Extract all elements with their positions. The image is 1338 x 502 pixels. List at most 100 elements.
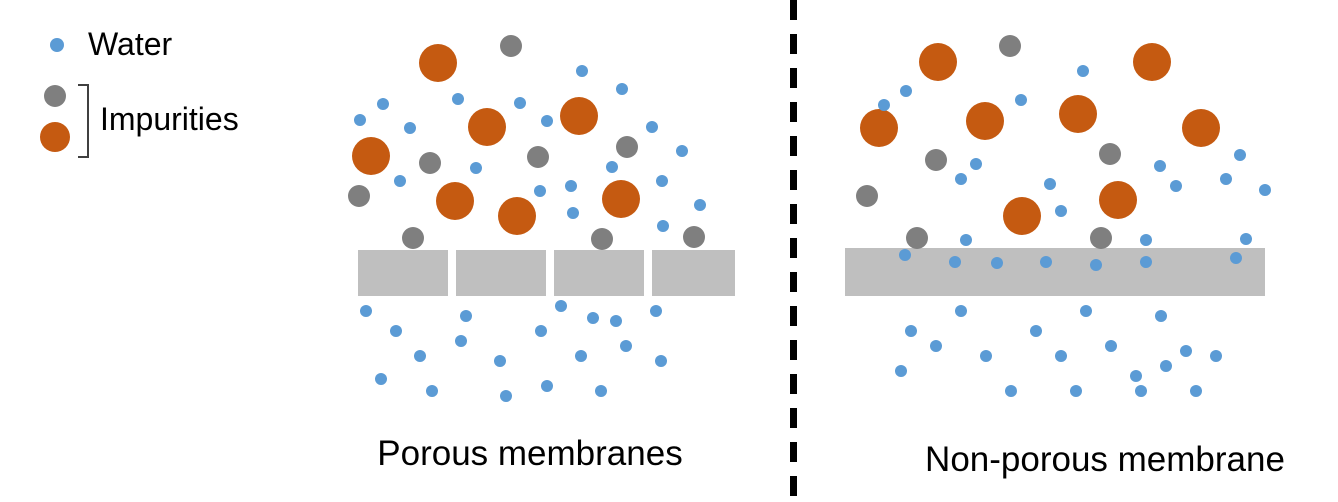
water-particle [404,122,416,134]
water-particle [1135,385,1147,397]
water-particle [1154,160,1166,172]
water-particle [949,256,961,268]
water-particle [377,98,389,110]
water-particle [595,385,607,397]
small-impurity-particle [999,35,1021,57]
water-particle [567,207,579,219]
water-particle [1210,350,1222,362]
water-particle [1234,149,1246,161]
water-legend-label: Water [88,26,173,62]
water-particle [1259,184,1271,196]
water-particle [980,350,992,362]
non-porous-membrane-bar [845,248,1265,296]
water-particle [620,340,632,352]
left-panel-label: Porous membranes [377,434,683,473]
water-particle [610,315,622,327]
porous-membrane-segment [554,250,644,296]
water-particle [1155,310,1167,322]
small-impurity-particle [1099,143,1121,165]
water-particle [1170,180,1182,192]
water-particle [541,380,553,392]
water-particle [1140,256,1152,268]
water-particle [576,65,588,77]
water-particle [1140,234,1152,246]
large-impurity-particle [436,182,474,220]
water-particle [1055,205,1067,217]
panel-divider-dashed-line [790,0,797,502]
small-impurity-particle [906,227,928,249]
large-impurity-particle [352,137,390,175]
water-particle [1005,385,1017,397]
water-particle [970,158,982,170]
water-particle [1130,370,1142,382]
water-particle [905,325,917,337]
water-particle [1055,350,1067,362]
water-particle [1040,256,1052,268]
large-impurity-particle [468,108,506,146]
water-particle [375,373,387,385]
large-impurity-particle [419,44,457,82]
large-impurity-legend-icon [40,122,70,152]
water-particle [452,93,464,105]
large-impurity-particle [1003,197,1041,235]
small-impurity-particle [683,226,705,248]
water-particle [955,305,967,317]
right-panel-label: Non-porous membrane [925,440,1285,479]
water-particle [500,390,512,402]
porous-membrane-segment [652,250,735,296]
large-impurity-particle [966,102,1004,140]
large-impurity-particle [1182,109,1220,147]
small-impurity-particle [500,35,522,57]
water-particle [657,220,669,232]
water-particle [1030,325,1042,337]
water-particle [991,257,1003,269]
water-particle [470,162,482,174]
small-impurity-particle [856,185,878,207]
water-particle [676,145,688,157]
small-impurity-particle [419,152,441,174]
water-particle [534,185,546,197]
water-particle [646,121,658,133]
small-impurity-particle [348,185,370,207]
water-particle [1160,360,1172,372]
water-particle [1015,94,1027,106]
porous-membrane-segment [358,250,448,296]
water-particle [354,114,366,126]
water-particle [414,350,426,362]
water-particle [1190,385,1202,397]
small-impurity-particle [925,149,947,171]
water-particle [616,83,628,95]
water-particle [960,234,972,246]
water-particle [494,355,506,367]
water-particle [1090,259,1102,271]
water-particle [575,350,587,362]
water-particle [1220,173,1232,185]
water-particle [955,173,967,185]
small-impurity-legend-icon [44,85,66,107]
legend-bracket [78,84,89,158]
water-legend-icon [50,38,64,52]
water-particle [555,300,567,312]
large-impurity-particle [1059,95,1097,133]
large-impurity-particle [860,109,898,147]
water-particle [460,310,472,322]
porous-membrane-segment [456,250,546,296]
water-particle [694,199,706,211]
small-impurity-particle [402,227,424,249]
large-impurity-particle [498,197,536,235]
water-particle [535,325,547,337]
water-particle [1077,65,1089,77]
water-particle [1070,385,1082,397]
water-particle [1080,305,1092,317]
small-impurity-particle [616,136,638,158]
water-particle [426,385,438,397]
large-impurity-particle [1133,43,1171,81]
water-particle [930,340,942,352]
water-particle [606,161,618,173]
water-particle [1105,340,1117,352]
large-impurity-particle [602,180,640,218]
small-impurity-particle [1090,227,1112,249]
water-particle [650,305,662,317]
water-particle [655,355,667,367]
water-particle [390,325,402,337]
